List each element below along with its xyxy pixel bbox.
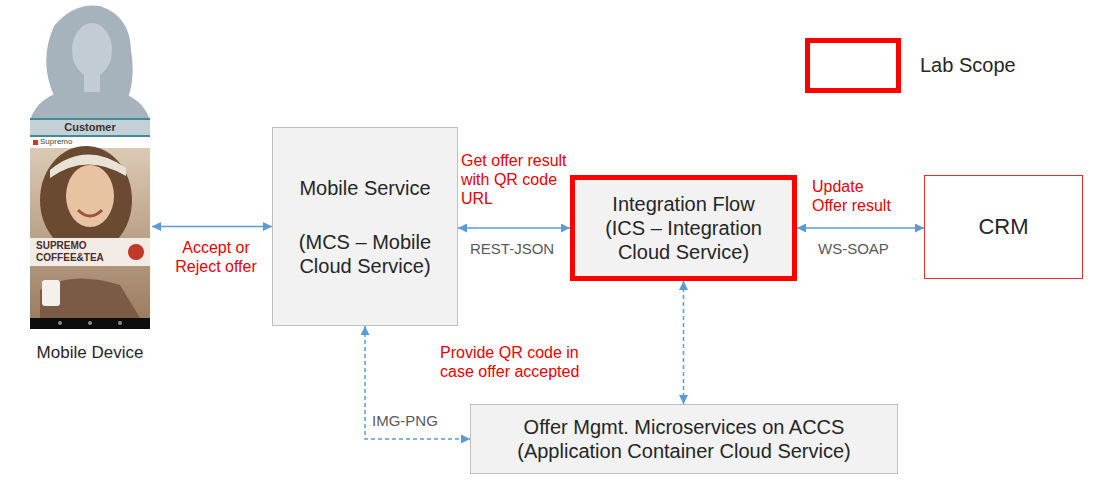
coat [40, 279, 140, 318]
node-title: Integration Flow (ICS – Integration Clou… [595, 192, 772, 264]
service-box: Mobile Service (MCS – Mobile Cloud Servic… [272, 127, 458, 326]
connector [152, 226, 272, 228]
nav-icon [118, 321, 122, 325]
smile [78, 210, 102, 216]
coffee-cup [42, 280, 60, 306]
edge-label: Provide QR code in case offer accepted [440, 343, 590, 381]
edge-label: Update Offer result [812, 177, 900, 215]
node-title: Offer Mgmt. Microservices on ACCS (Appli… [485, 415, 883, 463]
dashed-connector [683, 281, 685, 404]
node-title: Mobile Service [287, 176, 443, 200]
face [72, 23, 112, 77]
name-band [30, 120, 150, 135]
brand-band [30, 238, 150, 266]
legend-item: Lab Scope [805, 38, 1065, 94]
edge-label: Get offer result with QR code URL [461, 151, 569, 209]
phone-illustration [30, 137, 150, 329]
customer-label: Customer [30, 121, 150, 134]
customer-silhouette [30, 5, 150, 136]
node-title: Mobile Device [28, 343, 152, 363]
microservice-box: Offer Mgmt. Microservices on ACCS (Appli… [470, 404, 898, 474]
hair [46, 5, 132, 102]
band-line [30, 118, 150, 120]
node-title: CRM [933, 214, 1074, 240]
integration-box: Integration Flow (ICS – Integration Clou… [570, 175, 797, 281]
connector [797, 227, 924, 229]
nav-bar [30, 318, 150, 329]
legend-text: Lab Scope [920, 53, 1016, 77]
app-icon [33, 140, 38, 145]
hair-photo [40, 146, 132, 254]
brand-logo [128, 244, 144, 260]
protocol-label: WS-SOAP [818, 240, 889, 258]
phone-body [30, 137, 150, 329]
brand-name: SUPREMO COFFEE&TEA [36, 240, 116, 264]
crm-box: CRM [924, 175, 1083, 279]
node-subtitle: (MCS – Mobile Cloud Service) [287, 230, 443, 278]
nav-icon [88, 321, 92, 325]
connector [458, 227, 570, 229]
edge-label: Accept or Reject offer [160, 238, 272, 276]
protocol-label: REST-JSON [470, 240, 554, 258]
nav-icon [58, 321, 62, 325]
protocol-label: IMG-PNG [372, 412, 438, 430]
face-photo [66, 165, 114, 227]
hat [50, 154, 126, 178]
app-name: Supremo [40, 137, 72, 147]
legend-swatch [805, 38, 901, 93]
